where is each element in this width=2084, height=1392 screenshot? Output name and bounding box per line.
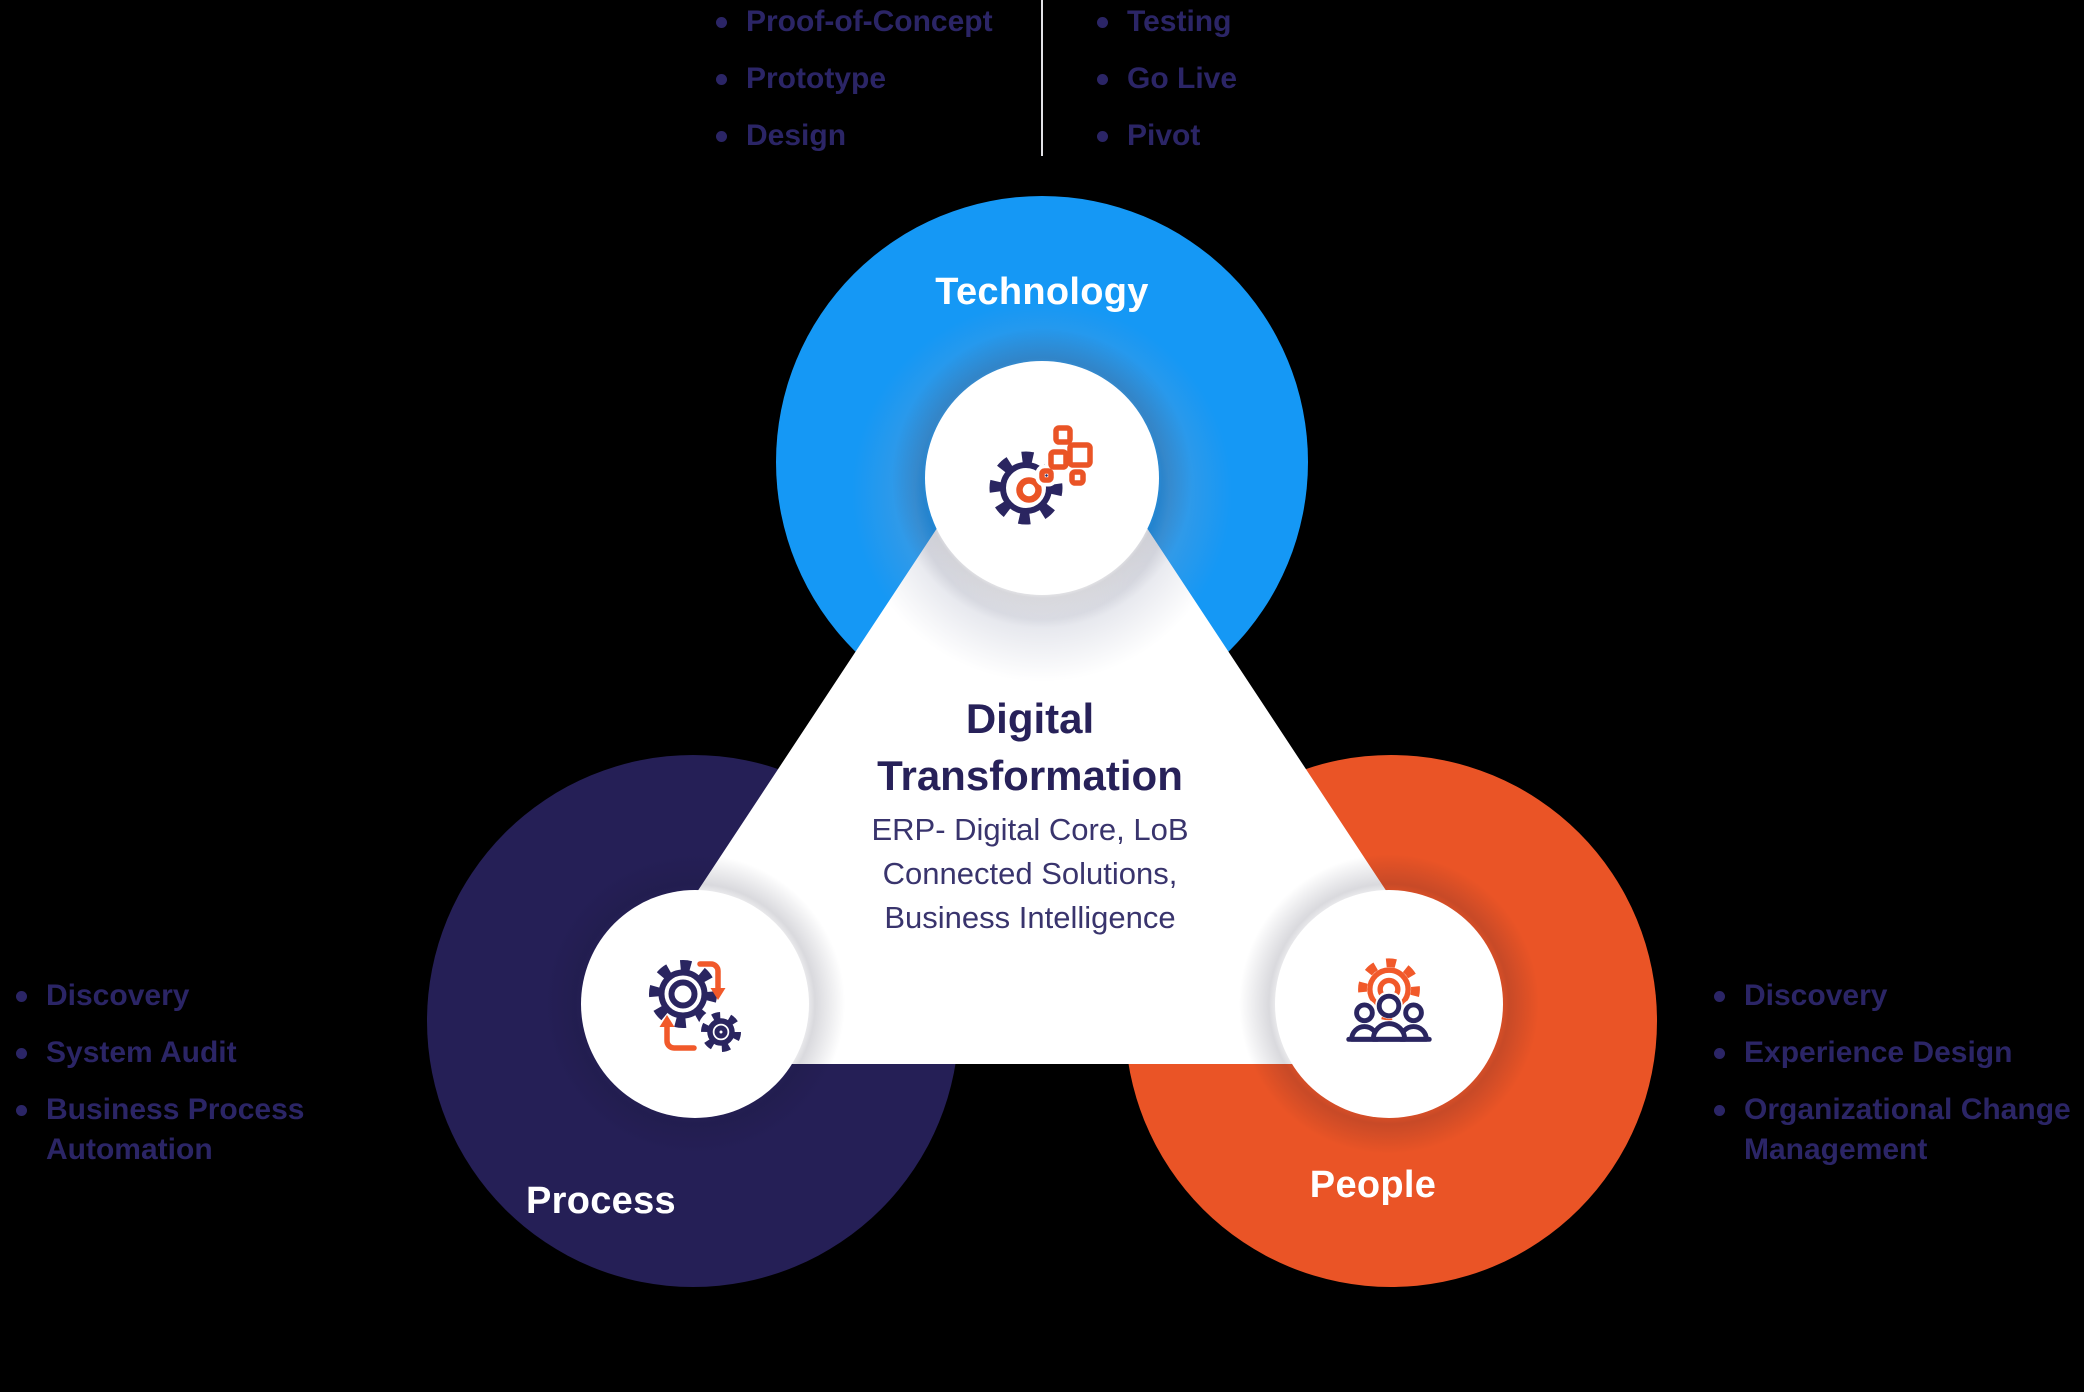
list-item-label: Business Process (46, 1093, 305, 1126)
center-body-line3: Business Intelligence (884, 900, 1176, 935)
list-item-label: Testing (1127, 5, 1232, 38)
list-item: Go Live (1097, 59, 1237, 99)
list-item-label: Discovery (46, 979, 190, 1012)
bullet-dot (1714, 1048, 1725, 1059)
list-item: Design (716, 116, 993, 156)
bullet-dot (716, 74, 727, 85)
list-item: Discovery (1714, 976, 2084, 1016)
bullet-dot (16, 1105, 27, 1116)
list-item: Experience Design (1714, 1033, 2084, 1073)
bullet-dot (16, 1048, 27, 1059)
bullet-dot (1097, 17, 1108, 28)
list-item-label: Discovery (1744, 979, 1888, 1012)
top-lists-divider (1041, 0, 1043, 156)
list-item-label: System Audit (46, 1036, 237, 1069)
center-title-line2: Transformation (877, 752, 1183, 799)
list-item: Testing (1097, 2, 1237, 42)
gear-data-blocks-icon (989, 421, 1097, 525)
list-item-label: Prototype (746, 62, 887, 95)
list-item-label: Pivot (1127, 119, 1201, 152)
bullet-dot (716, 17, 727, 28)
bullet-dot (1097, 74, 1108, 85)
list-item-label: Proof-of-Concept (746, 5, 993, 38)
list-item-label: Organizational Change (1744, 1093, 2071, 1126)
bullet-dot (1714, 1105, 1725, 1116)
list-item-label: Go Live (1127, 62, 1238, 95)
technology-label: Technology (935, 271, 1149, 313)
center-title: Digital Transformation (730, 690, 1330, 804)
list-item: Pivot (1097, 116, 1237, 156)
list-item: System Audit (16, 1033, 356, 1073)
team-gear-icon (1346, 958, 1432, 1042)
technology-left-list: Proof-of-Concept Prototype Design (716, 2, 993, 173)
list-item: Discovery (16, 976, 356, 1016)
bullet-dot (1097, 131, 1108, 142)
list-item-label: Management (1744, 1133, 1928, 1166)
list-item-label: Automation (46, 1133, 213, 1166)
center-body-line2: Connected Solutions, (882, 856, 1178, 891)
technology-right-list: Testing Go Live Pivot (1097, 2, 1237, 173)
list-item-label: Design (746, 119, 847, 152)
center-title-line1: Digital (965, 695, 1095, 742)
process-label: Process (526, 1180, 676, 1222)
bullet-dot (16, 991, 27, 1002)
center-body-line1: ERP- Digital Core, LoB (871, 812, 1189, 847)
people-list: Discovery Experience Design Organization… (1714, 976, 2084, 1187)
center-body-text: ERP- Digital Core, LoB Connected Solutio… (730, 808, 1330, 940)
gears-cycle-icon (649, 960, 745, 1056)
list-item-label: Experience Design (1744, 1036, 2013, 1069)
triangle-body (635, 418, 1449, 1064)
list-item: Proof-of-Concept (716, 2, 993, 42)
list-item: Prototype (716, 59, 993, 99)
bullet-dot (1714, 991, 1725, 1002)
bullet-dot (716, 131, 727, 142)
people-label: People (1309, 1164, 1437, 1206)
